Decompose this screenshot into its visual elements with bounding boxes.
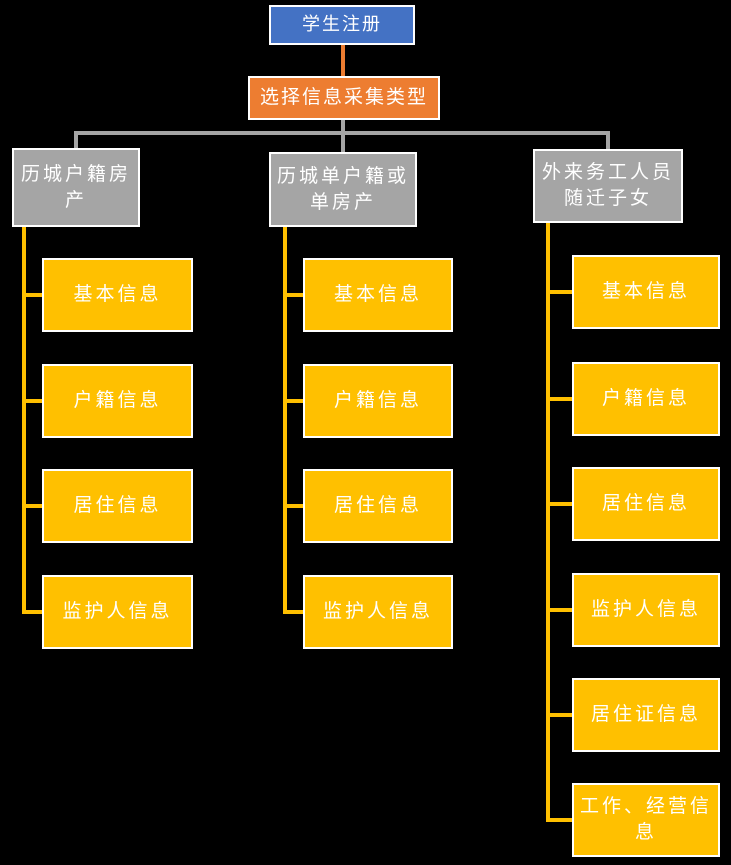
child-node-b1-basic-info: 基本信息 [42,258,193,332]
child-node-b3-guardian-info: 监护人信息 [572,573,720,647]
connector-stub-b3-guardian [546,608,572,612]
connector-stub-b3-work [546,818,572,822]
connector-stub-b1-residence [22,504,42,508]
child-node-b3-residence-info: 居住信息 [572,467,720,541]
connector-stub-b3-residence-permit [546,713,572,717]
connector-stub-b1-hukou [22,399,42,403]
branch-node-migrant-worker-children: 外来务工人员随迁子女 [533,149,683,223]
child-node-b1-residence-info: 居住信息 [42,469,193,543]
child-node-b1-guardian-info: 监护人信息 [42,575,193,649]
connector-selector-drop [341,120,345,154]
child-node-b2-guardian-info: 监护人信息 [303,575,453,649]
connector-trunk-branch-1 [22,227,26,614]
connector-trunk-branch-2 [283,227,287,614]
child-node-b2-hukou-info: 户籍信息 [303,364,453,438]
connector-branches-horizontal [74,131,610,135]
branch-node-licheng-single-hukou-or-property: 历城单户籍或单房产 [269,152,417,227]
connector-stub-b1-basic [22,293,42,297]
child-node-b1-hukou-info: 户籍信息 [42,364,193,438]
connector-stub-b3-basic [546,290,572,294]
connector-stub-b3-hukou [546,397,572,401]
connector-drop-branch-1 [74,131,78,150]
child-node-b3-basic-info: 基本信息 [572,255,720,329]
connector-stub-b3-residence [546,502,572,506]
connector-root-to-selector [341,45,345,76]
connector-stub-b1-guardian [22,610,42,614]
connector-trunk-branch-3 [546,223,550,822]
child-node-b3-hukou-info: 户籍信息 [572,362,720,436]
child-node-b2-basic-info: 基本信息 [303,258,453,332]
root-node-student-registration: 学生注册 [269,5,415,45]
connector-stub-b2-basic [283,293,303,297]
connector-stub-b2-hukou [283,399,303,403]
branch-node-licheng-hukou-property: 历城户籍房产 [12,148,140,227]
connector-stub-b2-guardian [283,610,303,614]
connector-drop-branch-3 [606,131,610,151]
connector-stub-b2-residence [283,504,303,508]
child-node-b2-residence-info: 居住信息 [303,469,453,543]
child-node-b3-residence-permit-info: 居住证信息 [572,678,720,752]
child-node-b3-work-business-info: 工作、经营信息 [572,783,720,857]
selector-node-collection-type: 选择信息采集类型 [248,76,440,120]
